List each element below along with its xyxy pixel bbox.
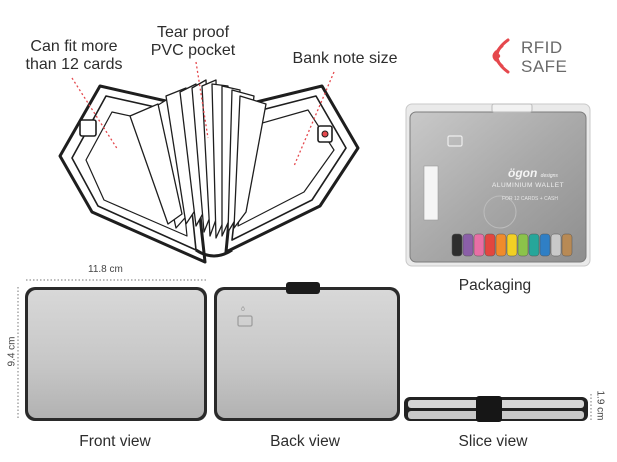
callout-cards: Can fit more than 12 cards <box>25 38 123 73</box>
back-view-wallet <box>214 282 400 421</box>
slice-view-wallet <box>404 396 588 422</box>
rfid-badge-text: RFID SAFE <box>521 38 568 76</box>
back-view-label: Back view <box>270 433 340 450</box>
logo-mark: ö <box>241 306 245 313</box>
callout-banknote: Bank note size <box>292 50 398 67</box>
packaging-label: Packaging <box>458 277 532 294</box>
front-view-wallet <box>25 287 207 421</box>
packaging-product: ALUMINIUM WALLET <box>492 182 565 189</box>
packaging-subline: FOR 12 CARDS + CASH <box>502 196 558 202</box>
slice-view-label: Slice view <box>458 433 528 450</box>
packaging-brand: ögon designs <box>508 166 558 180</box>
width-dimension: 11.8 cm <box>88 264 123 275</box>
front-view-label: Front view <box>79 433 151 450</box>
callout-pocket: Tear proof PVC pocket <box>150 24 236 59</box>
